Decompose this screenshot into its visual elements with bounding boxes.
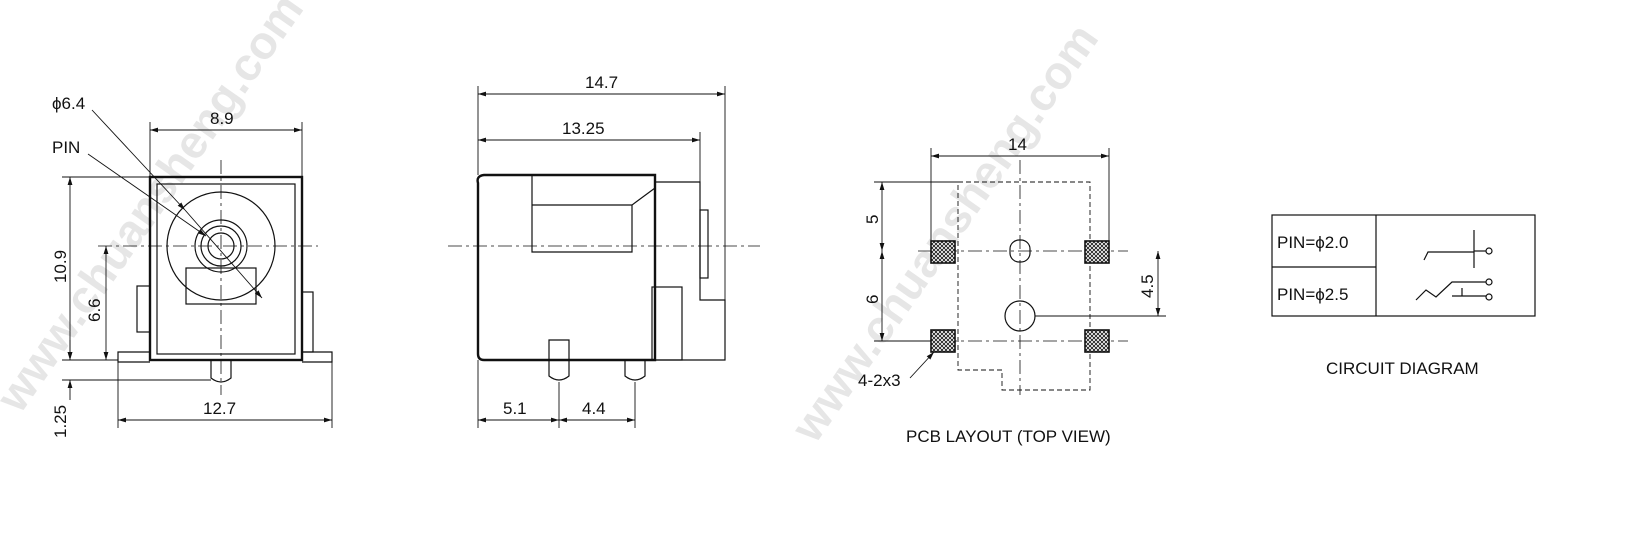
circuit-switch xyxy=(1452,288,1486,297)
pcb-outline xyxy=(957,181,1091,391)
side-tab xyxy=(651,286,683,361)
dim-body-length-label: 13.25 xyxy=(562,119,605,138)
slot-hole xyxy=(1009,239,1031,263)
pad-bottom-left xyxy=(930,329,956,353)
right-tab xyxy=(301,291,314,353)
dim-total-length-label: 14.7 xyxy=(585,73,618,92)
bottom-pin xyxy=(210,360,232,383)
dim-center-label: 6.6 xyxy=(85,298,104,322)
circuit-table xyxy=(1271,214,1536,317)
phi-leader-2 xyxy=(184,209,263,299)
phi-leader xyxy=(91,109,186,211)
dim-width-label: 8.9 xyxy=(210,109,234,128)
dim-pin-spacing-1-label: 5.1 xyxy=(503,399,527,418)
dim-right-spacing-label: 4.5 xyxy=(1138,274,1157,298)
circuit-caption: CIRCUIT DIAGRAM xyxy=(1326,359,1479,378)
pad-top-right xyxy=(1084,240,1110,264)
dim-pad-size-label: 4-2x3 xyxy=(858,371,901,390)
pad-bottom-right xyxy=(1084,329,1110,353)
pin-label: PIN xyxy=(52,138,80,157)
phi-label: ϕ6.4 xyxy=(52,94,85,113)
dim-bottom-spacing-label: 6 xyxy=(863,295,882,304)
dim-pcb-width-label: 14 xyxy=(1008,135,1027,154)
dim-base-thickness-label: 1.25 xyxy=(51,405,70,438)
dim-pin-spacing-2-label: 4.4 xyxy=(582,399,606,418)
side-contact xyxy=(699,209,709,279)
side-inner-slot xyxy=(531,175,656,253)
pad-top-left xyxy=(930,240,956,264)
circuit-diagram: PIN=ϕ2.0 PIN=ϕ2.5 CIRCUIT DIAGRAM xyxy=(1271,214,1536,378)
circuit-terminal-2 xyxy=(1485,278,1493,286)
pin-leader xyxy=(87,153,207,237)
dim-base-width-label: 12.7 xyxy=(203,399,236,418)
front-body-inner xyxy=(156,183,296,355)
circuit-pin2-label: PIN=ϕ2.5 xyxy=(1277,285,1348,304)
dim-height-label: 10.9 xyxy=(51,250,70,283)
watermark-group: www.chuansheng.com www.chuansheng.com xyxy=(0,0,1108,452)
watermark-2: www.chuansheng.com xyxy=(780,14,1108,452)
left-flange xyxy=(117,351,150,363)
circuit-terminal-1 xyxy=(1485,247,1493,255)
side-front-flange xyxy=(655,181,726,361)
pcb-layout: 14 5 6 4.5 4-2x3 PCB LAYOUT (TOP VIEW) xyxy=(858,135,1166,446)
side-pin-1 xyxy=(548,339,570,381)
circuit-pin1-label: PIN=ϕ2.0 xyxy=(1277,233,1348,252)
side-pin-2 xyxy=(624,360,646,381)
circuit-sleeve xyxy=(1415,281,1486,301)
pcb-caption: PCB LAYOUT (TOP VIEW) xyxy=(906,427,1111,446)
side-view: 14.7 13.25 5.1 4.4 xyxy=(448,73,760,428)
pad-leader xyxy=(909,351,935,379)
right-flange xyxy=(302,351,333,363)
left-tab xyxy=(136,285,151,333)
circuit-pin-arm xyxy=(1423,251,1474,261)
front-view: ϕ6.4 PIN 8.9 10.9 6.6 1.25 12.7 xyxy=(51,94,333,438)
side-body xyxy=(476,173,657,362)
circuit-terminal-3 xyxy=(1485,293,1493,301)
dim-top-spacing-label: 5 xyxy=(863,215,882,224)
front-body-outer xyxy=(148,175,304,362)
